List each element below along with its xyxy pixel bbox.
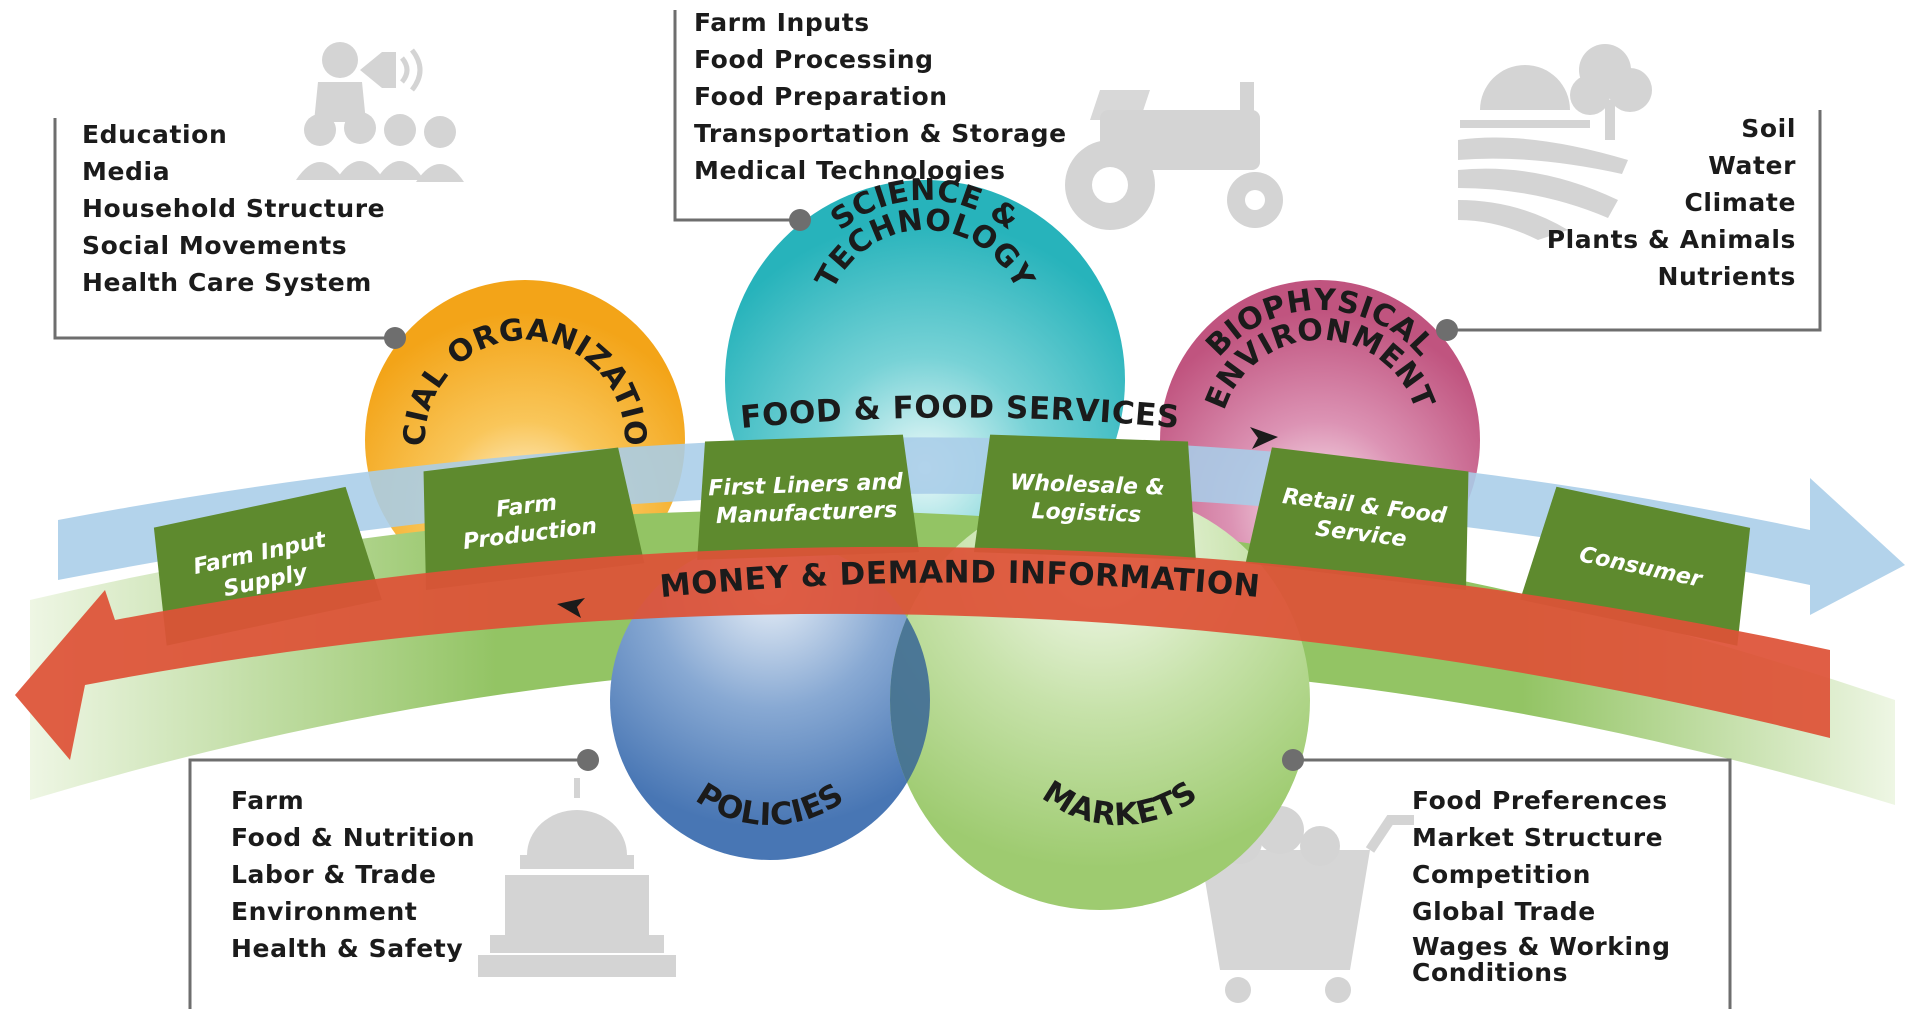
connector-lines (53, 10, 1822, 1009)
science-factors-list: Farm Inputs Food Processing Food Prepara… (694, 4, 1067, 189)
markets-factors-list: Food Preferences Market Structure Compet… (1412, 782, 1712, 986)
shopping-cart-icon (1200, 806, 1414, 1003)
sun-field-tree-icon (1458, 44, 1652, 240)
capitol-building-icon (478, 778, 676, 977)
list-item: Climate (1684, 188, 1796, 217)
money-flow-arrow (15, 546, 1830, 760)
list-item: Medical Technologies (694, 156, 1006, 185)
list-item: Plants & Animals (1546, 225, 1796, 254)
speaker-crowd-icon (296, 42, 464, 182)
list-item: Health Care System (82, 268, 372, 297)
stage-box-shape (697, 434, 919, 560)
list-item: Household Structure (82, 194, 386, 223)
list-item: Media (82, 157, 171, 186)
stage-label: Logistics (1031, 499, 1142, 528)
social-factors-list: Education Media Household Structure Soci… (82, 116, 385, 301)
list-item: Food Processing (694, 45, 934, 74)
list-item: Food & Nutrition (231, 823, 476, 852)
policies-factors-list: Farm Food & Nutrition Labor & Trade Envi… (231, 782, 475, 967)
list-item: Health & Safety (231, 934, 464, 963)
list-item: Food Preferences (1412, 786, 1668, 815)
policies-circle (610, 540, 930, 860)
list-item: Environment (231, 897, 418, 926)
stage-box-shape (974, 434, 1196, 560)
list-item: Farm Inputs (694, 8, 870, 37)
list-item: Market Structure (1412, 823, 1664, 852)
list-item: Competition (1412, 860, 1592, 889)
list-item: Social Movements (82, 231, 348, 260)
food-flow-arrowhead-icon (1250, 427, 1278, 449)
tractor-icon (1065, 82, 1283, 230)
list-item: Labor & Trade (231, 860, 437, 889)
list-item: Education (82, 120, 228, 149)
list-item: Soil (1741, 114, 1796, 143)
list-item: Food Preparation (694, 82, 948, 111)
stage-box-shape (423, 447, 645, 590)
connector-dots (384, 209, 1458, 771)
stage-box-shape (1245, 447, 1469, 591)
list-item: Water (1708, 151, 1796, 180)
list-item: Transportation & Storage (694, 119, 1067, 148)
list-item: Wages & Working Conditions (1412, 932, 1671, 987)
stage-label: Wholesale & (1010, 470, 1166, 500)
biophysical-factors-list: Soil Water Climate Plants & Animals Nutr… (1500, 110, 1796, 295)
money-flow-arrowhead-icon (557, 598, 585, 618)
list-item: Global Trade (1412, 897, 1596, 926)
list-item: Farm (231, 786, 305, 815)
stage-box-4: Wholesale &Logistics (974, 434, 1196, 560)
list-item: Nutrients (1657, 262, 1796, 291)
